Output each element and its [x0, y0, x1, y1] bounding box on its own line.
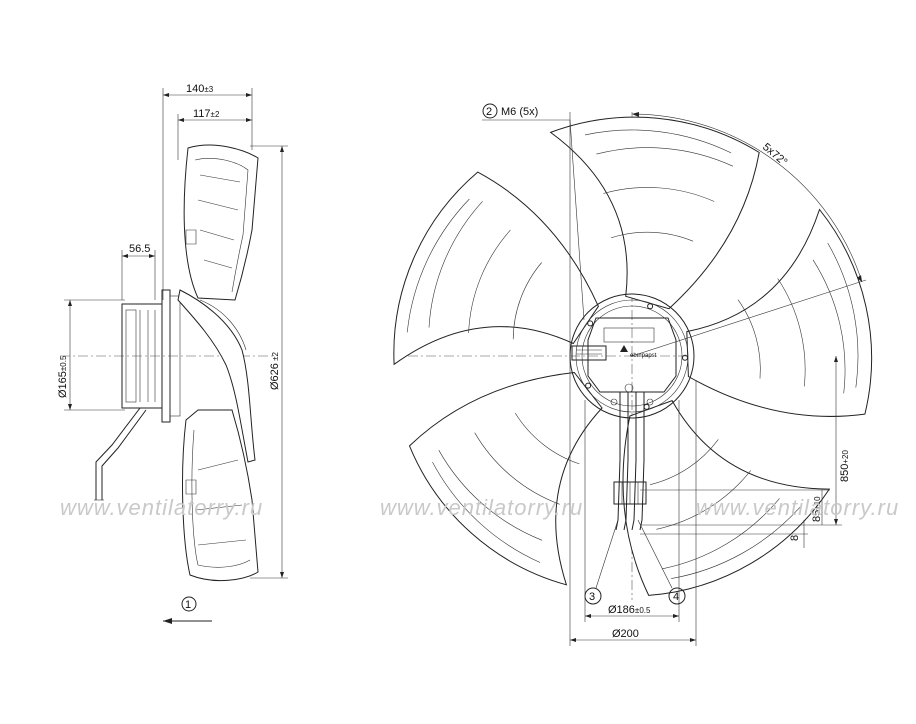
- watermark-1: www.ventilatorry.ru: [60, 495, 263, 520]
- fan-blade-edge: [827, 242, 859, 388]
- dim-strip-value: 8: [789, 535, 801, 541]
- mount-hole: [643, 403, 650, 410]
- dim-overall-depth-value: 140: [186, 83, 204, 95]
- callout-2: 2 M6 (5x): [482, 103, 585, 646]
- dim-overall-depth-tol: ±3: [204, 85, 213, 94]
- front-view: ebmpapst 2 M6 (5x): [393, 103, 873, 646]
- fan-blade-edge: [406, 198, 470, 333]
- blade-side-upper: [183, 144, 259, 301]
- dim-blade-depth-value: 117: [193, 108, 211, 120]
- svg-text:117±2: 117±2: [193, 108, 220, 120]
- mount-hole: [585, 382, 592, 389]
- fan-blade-rib: [603, 187, 715, 202]
- fan-blade-edge: [584, 129, 732, 154]
- svg-text:Ø186±0.5: Ø186±0.5: [608, 604, 651, 616]
- callout-4-text: 4: [673, 591, 679, 603]
- callout-1-text: 1: [185, 599, 191, 611]
- watermark-strip: www.ventilatorry.ru www.ventilatorry.ru …: [60, 495, 899, 520]
- fan-blade: [393, 171, 599, 366]
- fan-blade-rib: [737, 299, 761, 379]
- dim-overall-depth: 140±3: [162, 83, 253, 300]
- dim-blade-depth-tol: ±2: [211, 110, 220, 119]
- dim-motor-dia-value: Ø165: [57, 371, 69, 398]
- fan-blade-outline: [393, 171, 599, 366]
- dim-fan-dia: Ø626 ±2: [250, 145, 288, 579]
- motor-side: [121, 289, 181, 423]
- dim-bolt-circle-tol: ±0.5: [635, 606, 651, 615]
- callout-3: 3: [584, 519, 619, 605]
- fan-blade: [408, 371, 603, 586]
- fan-blade-edge: [671, 506, 801, 579]
- fan-blade-rib: [512, 262, 542, 340]
- callout-4: 4: [637, 519, 686, 605]
- fan-blade-rib: [596, 147, 734, 167]
- watermark-3: www.ventilatorry.ru: [696, 495, 899, 520]
- front-hub: ebmpapst: [569, 293, 695, 419]
- fan-blade-outline: [549, 116, 760, 310]
- side-view: 140±3 117±2 56.5 Ø165±0.5: [57, 83, 288, 624]
- dim-cable-len-value: 850: [839, 464, 851, 482]
- fan-blade-edge: [432, 461, 541, 563]
- fan-blade-rib: [777, 278, 806, 387]
- dim-motor-dia: Ø165±0.5: [57, 299, 125, 411]
- dim-motor-dia-tol: ±0.5: [59, 355, 68, 371]
- mount-hole: [647, 303, 654, 310]
- fan-blade-rib: [656, 470, 751, 530]
- dim-strip: 8: [640, 520, 808, 548]
- dim-hub: 56.5: [121, 243, 156, 300]
- svg-text:85±10: 85±10: [811, 496, 823, 522]
- callout-3-text: 3: [589, 591, 595, 603]
- mount-thread-label: M6 (5x): [501, 106, 538, 118]
- front-blades: [393, 116, 873, 596]
- dim-flange-value: Ø200: [612, 628, 639, 640]
- fan-blade: [549, 116, 760, 310]
- fan-blade-outline: [408, 371, 603, 586]
- dim-flange: Ø200: [570, 380, 697, 646]
- svg-text:Ø626 ±2: Ø626 ±2: [269, 351, 281, 390]
- cable-bracket: [94, 407, 147, 501]
- fan-blade: [622, 399, 831, 596]
- svg-text:140±3: 140±3: [186, 83, 214, 95]
- angle-spacing-label: 5x72°: [760, 141, 789, 168]
- dim-bolt-circle-value: Ø186: [608, 604, 635, 616]
- fan-blade-rib: [438, 450, 543, 541]
- callout-1: 1: [181, 596, 197, 612]
- dim-cable-len-tol: +20: [841, 450, 850, 464]
- fan-blade-rib: [611, 231, 694, 242]
- dim-cable-end: 85±10: [640, 489, 842, 526]
- fan-blade-outline: [622, 399, 831, 596]
- dim-cable-len: 850+20: [834, 356, 851, 525]
- blade-side-lower: [182, 409, 259, 581]
- fan-blade-rib: [812, 259, 846, 394]
- fan-blade: [686, 208, 873, 417]
- dim-cable-end-value: 85: [811, 510, 823, 522]
- blade-side-middle: [177, 289, 256, 463]
- dim-blade-depth: 117±2: [177, 108, 252, 160]
- callout-2-text: 2: [486, 106, 492, 118]
- fan-blade-rib: [474, 432, 560, 505]
- airflow-arrow: [163, 618, 212, 624]
- dim-fan-dia-tol: ±2: [271, 351, 280, 363]
- fan-blade-rib: [468, 229, 511, 334]
- svg-text:850+20: 850+20: [839, 450, 851, 482]
- dim-hub-value: 56.5: [129, 243, 150, 255]
- dim-cable-end-tol: ±10: [813, 496, 822, 510]
- fan-blade-rib: [428, 201, 483, 328]
- fan-blade-rib: [650, 439, 719, 485]
- label-brand: ebmpapst: [630, 353, 657, 359]
- mount-hole: [587, 320, 594, 327]
- mount-hole: [682, 354, 688, 361]
- dim-bolt-circle: Ø186±0.5: [584, 400, 680, 622]
- dim-fan-dia-value: Ø626: [269, 363, 281, 390]
- fan-blade-rib: [514, 412, 580, 465]
- fan-blade-outline: [686, 208, 873, 417]
- watermark-2: www.ventilatorry.ru: [380, 495, 583, 520]
- svg-text:Ø165±0.5: Ø165±0.5: [57, 355, 69, 398]
- fan-blade-rib: [661, 498, 780, 570]
